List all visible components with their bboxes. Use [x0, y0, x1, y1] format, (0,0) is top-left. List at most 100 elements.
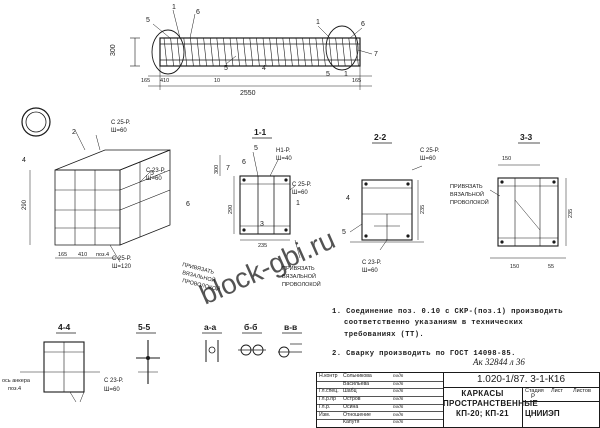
signature-row: Гл.р. Осина подп	[317, 404, 443, 413]
stirrup-line	[203, 37, 207, 67]
label: Ш=60	[146, 176, 162, 182]
detail-a-a: а-а	[202, 322, 222, 362]
document-code: 1.020-1/87. 3-1-К16	[443, 373, 599, 388]
stirrup-line	[308, 37, 313, 67]
name: Васильева	[343, 380, 370, 387]
label: ПРИВЯЗАТЬ	[450, 184, 483, 190]
label: поз.4	[96, 252, 109, 258]
name: Капутя	[343, 419, 360, 426]
label: Ш=60	[362, 268, 378, 274]
stirrup-line	[183, 37, 188, 67]
signature: подп	[393, 373, 404, 379]
watermark: block-gbi.ru	[195, 223, 340, 310]
signature-row: Гл.спец. Шабц подп	[317, 388, 443, 397]
label: Н1-Р.	[276, 148, 291, 154]
signature-table: Н.контр Сольникова подп Васильева подп Г…	[317, 373, 444, 427]
signature-row: Васильева подп	[317, 381, 443, 390]
role: Изм.	[319, 411, 331, 418]
role: Гл.спец.	[319, 388, 339, 395]
stirrup-line	[236, 37, 240, 67]
callout: 4	[346, 195, 350, 202]
label: Ш=60	[111, 128, 127, 134]
stirrup-line	[229, 37, 234, 67]
label: Ш=60	[420, 156, 436, 162]
organization: ЦНИИЭП	[523, 401, 599, 427]
stirrup-line	[275, 37, 280, 67]
label: С 25-Р.	[292, 182, 312, 188]
stirrup-line	[196, 37, 201, 67]
stirrup-line	[315, 37, 320, 67]
signature-row: Н.контр Сольникова подп	[317, 373, 443, 382]
name: Осина	[343, 403, 359, 410]
note-line: соответственно указаниям в технических	[344, 319, 524, 328]
callout: 4	[262, 65, 266, 72]
section-title: 1-1	[254, 127, 267, 137]
callout: 5	[326, 71, 330, 78]
dim-165-left: 165	[141, 78, 150, 84]
callout: 6	[196, 9, 200, 16]
detail-circle-marker	[21, 107, 51, 137]
signature-row: Гл.р.пр Остров подп	[317, 396, 443, 405]
stirrup-line	[282, 37, 287, 67]
dim-10: 10	[214, 78, 220, 84]
signature: подп	[393, 396, 404, 403]
label: С 25-Р.	[112, 256, 132, 262]
role: Н.контр	[319, 373, 338, 379]
callout: 1	[296, 200, 300, 207]
note-line: 1. Соединение поз. 0.10 с СКР-(поз.1) пр…	[332, 308, 563, 316]
label: С 25-Р.	[111, 120, 131, 126]
signature: подп	[393, 419, 404, 426]
stirrup-line	[262, 37, 267, 67]
signature-row: Капутя подп	[317, 419, 443, 427]
dim-height: 300	[110, 44, 117, 56]
stirrup-line	[302, 37, 306, 67]
section-title: 4-4	[58, 322, 71, 332]
signature: подп	[393, 411, 404, 418]
role: Гл.р.	[319, 403, 331, 410]
dim-length: 2550	[240, 90, 256, 97]
callout: 5	[224, 65, 228, 72]
role: Гл.р.пр	[319, 396, 337, 403]
label: 235	[258, 243, 267, 249]
stirrup-line	[269, 37, 273, 67]
stirrup-line	[341, 37, 346, 67]
sheet-label: Лист	[551, 388, 563, 394]
label: 150	[502, 156, 511, 162]
name: Отношение	[343, 411, 371, 418]
label: ВЯЗАЛЬНОЙ	[450, 190, 484, 198]
stirrup-line	[170, 37, 174, 67]
section-4-4: 4-4 ось анкера поз.4 С 23-Р. Ш=60	[2, 322, 124, 403]
callout: 5	[146, 17, 150, 24]
callout: 1	[344, 71, 348, 78]
label: С 23-Р.	[362, 260, 382, 266]
title-line: КП-20; КП-21	[456, 409, 509, 418]
stirrup-line	[190, 37, 194, 67]
label: 290	[22, 199, 28, 210]
section-title: а-а	[204, 322, 217, 332]
label: Ш=120	[112, 264, 132, 270]
label: 235	[420, 205, 426, 214]
title-line: КАРКАСЫ	[461, 389, 504, 398]
callout: 7	[226, 165, 230, 172]
stirrup-line	[249, 37, 254, 67]
label: 410	[78, 252, 87, 258]
callout: 4	[22, 157, 26, 164]
stirrup-line	[355, 37, 359, 67]
name: Сольникова	[343, 373, 372, 379]
stage-label: Стадия	[525, 388, 544, 394]
signature: подп	[393, 403, 404, 410]
signature: подп	[393, 380, 404, 387]
stirrup-line	[289, 37, 293, 67]
notes: 1. Соединение поз. 0.10 с СКР-(поз.1) пр…	[332, 307, 594, 361]
section-1-1: 1-1 Н1-Р. Ш=40 С 25-Р. Ш=60 300 290 235 …	[214, 127, 312, 249]
label: 300	[214, 165, 220, 174]
stirrup-line	[176, 37, 181, 67]
title-block: Н.контр Сольникова подп Васильева подп Г…	[316, 372, 600, 428]
label: 165	[58, 252, 67, 258]
stirrup-line	[335, 37, 339, 67]
label: 235	[568, 209, 574, 218]
detail-v-v: в-в	[278, 322, 302, 358]
document-title: КАРКАСЫ ПРОСТРАНСТВЕННЫЕ КП-20; КП-21	[443, 387, 538, 427]
stirrup-line	[348, 37, 353, 67]
